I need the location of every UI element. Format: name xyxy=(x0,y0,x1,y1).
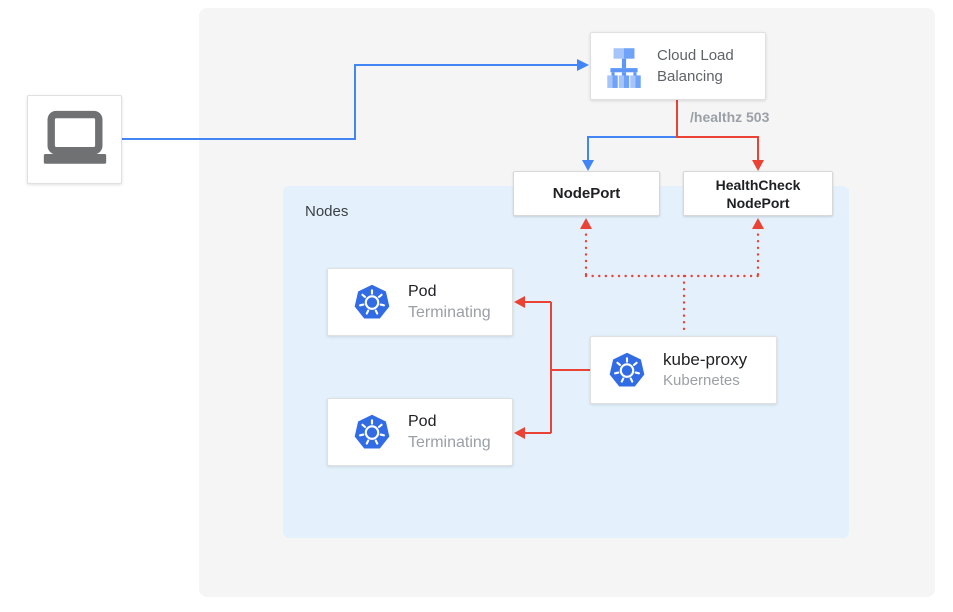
kubernetes-icon xyxy=(352,282,392,322)
cloud-load-balancing-icon xyxy=(601,43,647,89)
client-device-card xyxy=(27,95,122,184)
pod-status: Terminating xyxy=(408,304,491,321)
nodeport-label: NodePort xyxy=(552,185,621,202)
kube-proxy-title: kube-proxy xyxy=(663,350,748,369)
healthcheck-nodeport-box: HealthCheck NodePort xyxy=(683,171,833,216)
kubernetes-icon xyxy=(607,350,647,390)
cloud-load-balancing-label: Cloud Load Balancing xyxy=(657,47,734,85)
healthz-status-label: /healthz 503 xyxy=(690,109,770,125)
cloud-load-balancing-card: Cloud Load Balancing xyxy=(590,32,766,100)
pod-title: Pod xyxy=(408,413,437,430)
kube-proxy-card: kube-proxy Kubernetes xyxy=(590,336,777,404)
nodeport-box: NodePort xyxy=(513,171,660,216)
kube-proxy-subtitle: Kubernetes xyxy=(663,372,740,389)
pod-card-terminating-2: Pod Terminating xyxy=(327,398,513,466)
nodes-panel-label: Nodes xyxy=(305,203,349,220)
pod-status: Terminating xyxy=(408,434,491,451)
laptop-icon xyxy=(35,108,115,172)
kubernetes-icon xyxy=(352,412,392,452)
pod-title: Pod xyxy=(408,283,437,300)
pod-card-terminating-1: Pod Terminating xyxy=(327,268,513,336)
healthcheck-nodeport-label: HealthCheck NodePort xyxy=(715,176,801,211)
